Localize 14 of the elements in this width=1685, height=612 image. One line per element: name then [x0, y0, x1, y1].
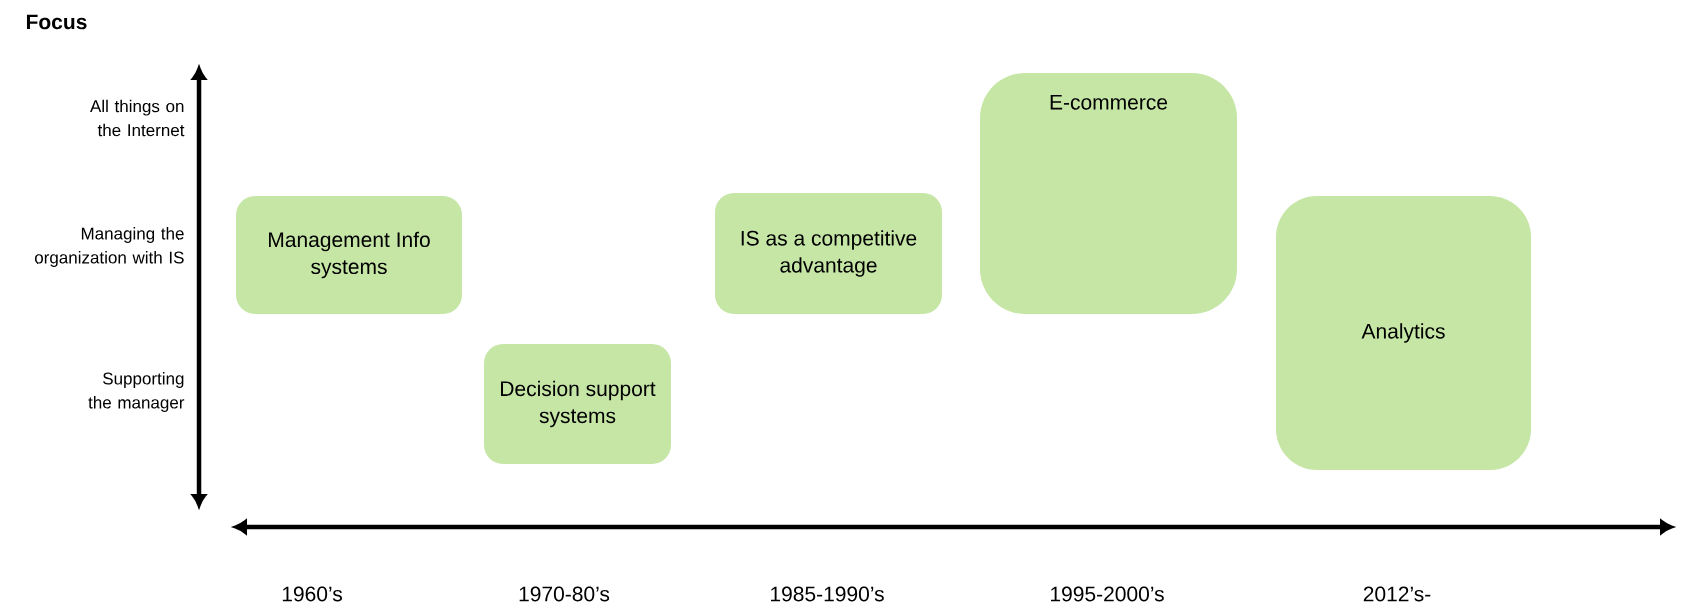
- axis-label: Supporting the manager: [88, 372, 185, 412]
- axis-title: Focus: [26, 14, 87, 30]
- axis-label: 1970-80’s: [519, 586, 610, 602]
- axis-label: 1985-1990’s: [771, 586, 884, 602]
- era-box: Decision support systems: [484, 344, 671, 464]
- axis-label: 2012’s-: [1363, 586, 1431, 602]
- axis-label: All things on the Internet: [90, 99, 185, 137]
- axis-label: 1995-2000’s: [1051, 586, 1164, 602]
- axis-label: Managing the organization with IS: [34, 227, 184, 267]
- axis-label: 1960’s: [282, 586, 342, 602]
- era-box: IS as a competitive advantage: [715, 193, 942, 314]
- era-box: Analytics: [1276, 196, 1531, 470]
- era-box: Management Info systems: [236, 196, 462, 314]
- era-box: E-commerce: [980, 73, 1237, 314]
